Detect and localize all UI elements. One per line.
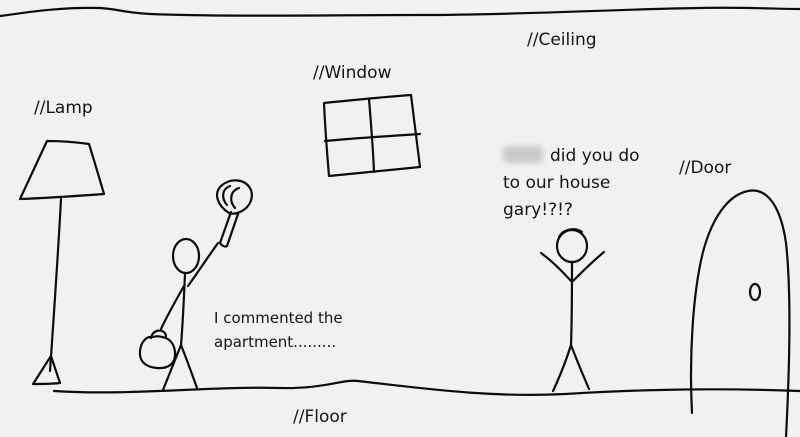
- right-figure-arm-left-raised: [539, 251, 573, 283]
- label-ceiling: //Ceiling: [527, 30, 597, 50]
- window-mullion-vertical: [367, 97, 376, 174]
- speech-left-line2: apartment.........: [214, 333, 337, 351]
- censored-word-blur: [503, 146, 543, 163]
- bag-handle: [149, 329, 168, 340]
- right-figure-leg-right: [569, 343, 591, 391]
- speech-right-line3: gary!?!?: [503, 200, 573, 220]
- speech-right: did you do to our house gary!?!?: [503, 143, 640, 224]
- window-drawing: [322, 93, 422, 178]
- left-figure-arm-down: [159, 284, 186, 331]
- window-frame: [322, 93, 422, 178]
- left-figure-body: [179, 271, 187, 347]
- ceiling-line: [0, 6, 800, 18]
- speech-left: I commented the apartment.........: [214, 306, 343, 354]
- door-drawing: [689, 189, 791, 437]
- left-figure-arm-up: [186, 241, 220, 288]
- label-floor: //Floor: [293, 407, 347, 427]
- right-figure-head-sketch-line: [557, 228, 584, 239]
- left-figure-head: [171, 237, 201, 275]
- paint-tool-head-detail: [222, 184, 241, 210]
- speech-right-line1: did you do: [503, 143, 640, 170]
- lamp-drawing: [18, 139, 106, 386]
- stick-figure-right: [539, 228, 606, 393]
- floor-line: [52, 379, 800, 396]
- right-figure-body: [569, 260, 574, 347]
- door-outline: [689, 189, 791, 437]
- lamp-shade: [18, 139, 106, 201]
- left-figure-leg-right: [179, 343, 199, 390]
- lamp-pole: [48, 197, 63, 373]
- right-figure-arm-right-raised: [571, 250, 606, 283]
- paint-tool-handle: [218, 210, 240, 248]
- label-door: //Door: [679, 158, 732, 178]
- speech-right-line2: to our house: [503, 173, 611, 193]
- stick-figure-left: [138, 179, 253, 392]
- bag-drawing: [138, 335, 177, 370]
- door-knob: [748, 282, 762, 302]
- right-figure-leg-left: [551, 343, 573, 393]
- label-window: //Window: [313, 63, 392, 83]
- lamp-base: [31, 354, 62, 386]
- left-figure-leg-left: [161, 343, 183, 392]
- label-lamp: //Lamp: [34, 98, 93, 118]
- paint-tool-head: [216, 179, 253, 215]
- speech-left-line1: I commented the: [214, 309, 343, 327]
- speech-right-line1-text: did you do: [550, 146, 640, 166]
- window-mullion-horizontal: [323, 132, 422, 143]
